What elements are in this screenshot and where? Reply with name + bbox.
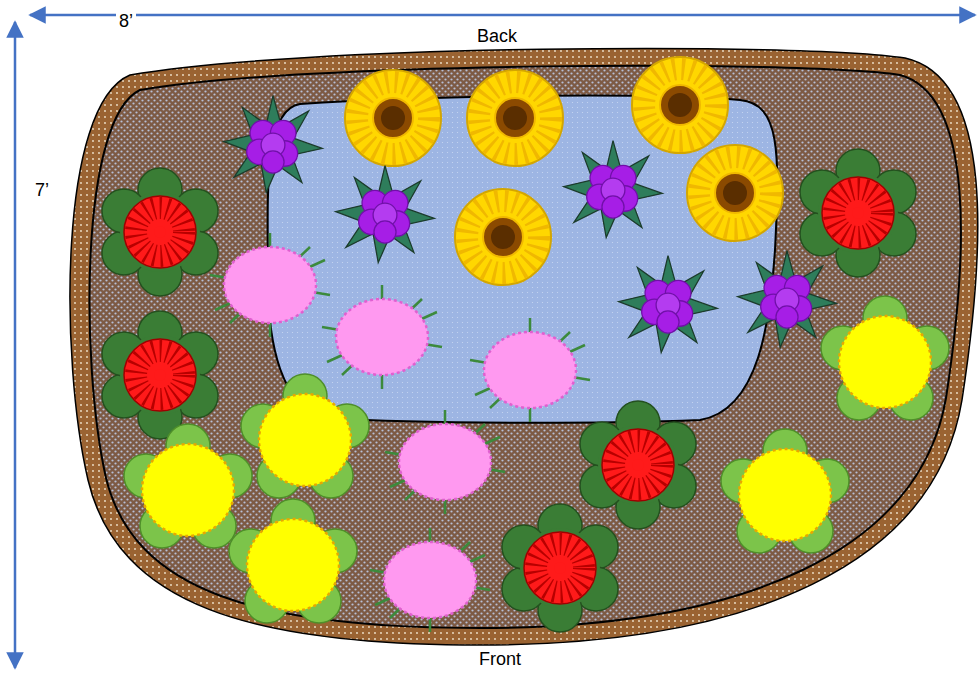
- width-arrow: [30, 14, 975, 17]
- pink-flower: [385, 410, 505, 514]
- red-flower: [102, 168, 218, 296]
- bed-border: [70, 48, 978, 645]
- pink-flower: [370, 528, 490, 632]
- yellow-flower: [721, 429, 849, 553]
- pink-flower: [210, 233, 330, 337]
- pink-flower: [470, 318, 590, 422]
- sunflower: [345, 70, 441, 166]
- sunflower: [632, 57, 728, 153]
- red-flower: [502, 504, 618, 632]
- sunflower: [687, 145, 783, 241]
- sunflower: [467, 70, 563, 166]
- purple-flower: [738, 251, 837, 348]
- purple-flower: [224, 96, 323, 193]
- sunflower: [455, 189, 551, 285]
- front-label: Front: [476, 650, 524, 670]
- yellow-flower: [241, 374, 369, 498]
- purple-flower: [336, 166, 435, 263]
- yellow-flower: [229, 499, 357, 623]
- height-dimension: 7’: [32, 181, 52, 201]
- height-arrow: [14, 22, 17, 668]
- pink-flower: [322, 285, 442, 389]
- width-dimension: 8’: [116, 12, 136, 32]
- yellow-flower: [821, 296, 949, 420]
- red-flower: [800, 149, 916, 277]
- back-label: Back: [474, 27, 520, 47]
- red-flower: [102, 311, 218, 439]
- red-flower: [580, 401, 696, 529]
- purple-flower: [619, 256, 718, 353]
- purple-flower: [564, 141, 663, 238]
- yellow-flower: [124, 424, 252, 548]
- plants: [102, 57, 949, 632]
